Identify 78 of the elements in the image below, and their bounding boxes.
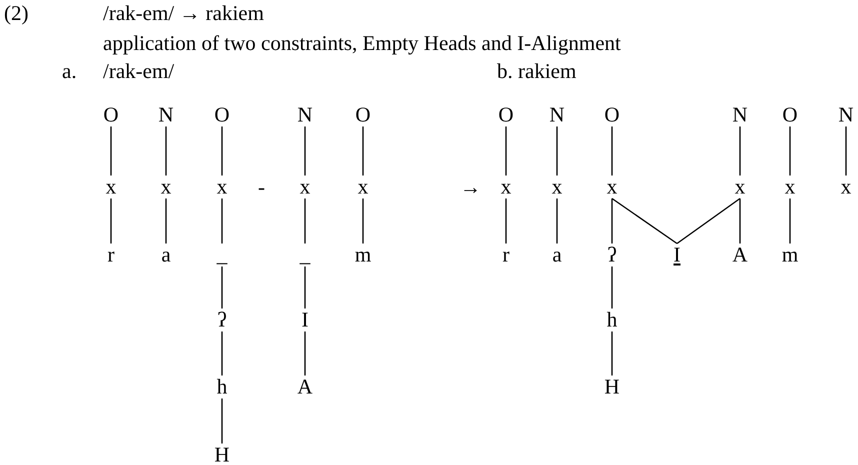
segment-symbol: x — [106, 176, 116, 198]
association-line — [556, 198, 558, 244]
segment-symbol: x — [358, 176, 368, 198]
segment-symbol: x — [300, 176, 310, 198]
segment-symbol: x — [552, 176, 562, 198]
segment-symbol: N — [297, 104, 313, 126]
association-line — [110, 198, 112, 244]
association-line — [221, 398, 223, 444]
association-line — [611, 198, 613, 244]
example-number: (2) — [4, 2, 28, 26]
association-line — [165, 126, 167, 176]
segment-symbol: x — [606, 176, 618, 198]
segment-symbol: O — [355, 104, 371, 126]
segment-symbol: x — [500, 176, 512, 198]
segment-symbol: ʔ — [217, 310, 227, 330]
segment-symbol: A — [732, 244, 748, 266]
segment-symbol: r — [108, 244, 114, 266]
association-line — [304, 126, 306, 176]
association-line — [612, 198, 678, 244]
association-line — [505, 126, 507, 176]
input-form: /rak-em/ — [103, 60, 174, 84]
subexample-letter: a. — [62, 60, 77, 84]
association-line — [611, 266, 613, 308]
association-line — [739, 198, 741, 244]
empty-slot: _ — [216, 244, 228, 266]
association-line — [505, 198, 507, 244]
segment-symbol: x — [216, 176, 228, 198]
segment-symbol: H — [214, 444, 230, 465]
segment-symbol: m — [354, 244, 372, 266]
association-line — [304, 198, 306, 244]
association-line — [362, 198, 364, 244]
segment-symbol: I — [674, 244, 680, 266]
segment-symbol: O — [498, 104, 514, 126]
segment-symbol: N — [549, 104, 565, 126]
association-line — [110, 126, 112, 176]
association-line — [676, 198, 740, 244]
segment-symbol: h — [216, 376, 228, 398]
segment-symbol: N — [838, 104, 854, 126]
segment-symbol: x — [160, 176, 172, 198]
segment-symbol: O — [604, 104, 620, 126]
association-line — [789, 126, 791, 176]
association-line — [221, 266, 223, 308]
segment-symbol: N — [732, 104, 748, 126]
segment-symbol: N — [158, 104, 174, 126]
segment-symbol: h — [606, 310, 618, 330]
association-line — [789, 198, 791, 244]
description-text: application of two constraints, Empty Heads and I-Alignment — [103, 32, 621, 56]
segment-symbol: O — [214, 104, 230, 126]
segment-symbol: x — [840, 176, 852, 198]
output-form: b. rakiem — [497, 60, 576, 84]
segment-symbol: O — [103, 104, 119, 126]
segment-symbol: m — [782, 244, 798, 266]
association-line — [221, 198, 223, 244]
example-heading: /rak-em/ → rakiem — [103, 2, 264, 26]
segment-symbol: x — [784, 176, 796, 198]
segment-symbol: H — [604, 376, 620, 398]
morpheme-boundary: - — [258, 176, 265, 200]
association-line — [165, 198, 167, 244]
segment-symbol: r — [502, 244, 510, 266]
association-line — [611, 126, 613, 176]
segment-symbol: ʔ — [607, 244, 617, 266]
segment-symbol: x — [734, 176, 746, 198]
segment-symbol: A — [297, 376, 313, 398]
association-line — [739, 126, 741, 176]
association-line — [221, 332, 223, 376]
derivation-arrow: → — [460, 176, 481, 200]
segment-symbol: O — [782, 104, 798, 126]
association-line — [362, 126, 364, 176]
association-line — [304, 266, 306, 308]
association-line — [221, 126, 223, 176]
association-line — [304, 332, 306, 376]
segment-symbol: a — [552, 244, 562, 266]
segment-symbol: a — [161, 244, 171, 266]
empty-slot: _ — [300, 244, 310, 266]
association-line — [556, 126, 558, 176]
association-line — [845, 126, 847, 176]
association-line — [611, 332, 613, 376]
segment-symbol: I — [302, 310, 308, 330]
